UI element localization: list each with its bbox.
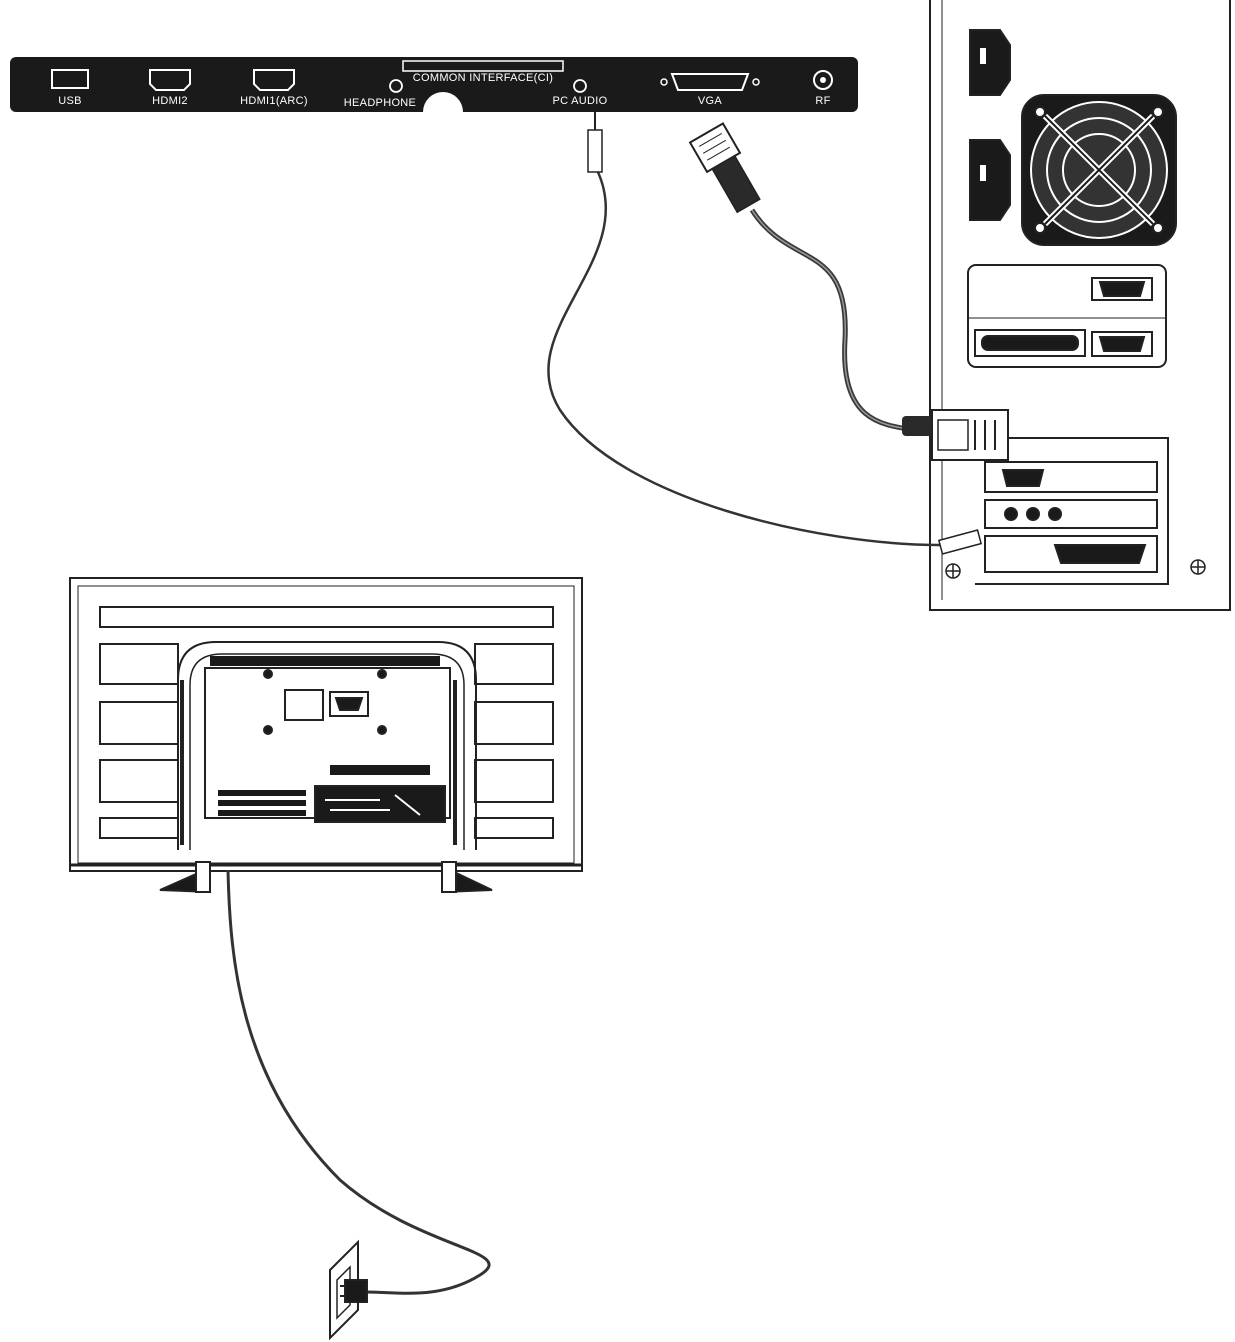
- fan-icon: [1021, 94, 1177, 246]
- tv-port-panel: USB HDMI2 HDMI1(ARC) HEADPHONE COMMON IN…: [10, 57, 858, 112]
- case-screws: [945, 559, 1206, 579]
- hdmi2-port-icon: [149, 69, 191, 91]
- port-panel-body: [10, 57, 858, 112]
- expansion-slots: [975, 437, 1169, 585]
- headphone-jack-icon: [389, 79, 403, 93]
- rf-connector-icon: [813, 70, 833, 90]
- vent-top: [210, 656, 440, 666]
- tv-vga-port: [329, 691, 369, 717]
- audio-plug-tv: [587, 129, 603, 173]
- tv-frame-inner: [77, 585, 575, 864]
- vga-plug-pc: [902, 409, 1009, 461]
- vga-label: VGA: [698, 95, 722, 107]
- sound-card: [984, 499, 1158, 529]
- pc-audio-label: PC AUDIO: [553, 95, 608, 107]
- power-inlet-upper: [969, 29, 1011, 96]
- vga-screw-right: [752, 78, 760, 86]
- hdmi1-label: HDMI1(ARC): [240, 95, 308, 107]
- vent-left: [218, 790, 306, 796]
- tv-back: [69, 577, 583, 894]
- wall-outlet-icon: [329, 1239, 368, 1341]
- power-cord: [226, 869, 491, 1295]
- vga-plug-tv: [688, 122, 761, 214]
- io-block: [967, 264, 1167, 368]
- vga-card: [984, 461, 1158, 493]
- hdmi2-label: HDMI2: [152, 95, 188, 107]
- headphone-label: HEADPHONE: [344, 97, 416, 109]
- pc-case-outline: [929, 0, 1231, 611]
- vga-cable: [688, 122, 1009, 461]
- ci-slot: [402, 60, 564, 72]
- db25-card: [984, 535, 1158, 573]
- vga-screw-left: [660, 78, 668, 86]
- vga-port-icon: [670, 73, 750, 91]
- panel-notch: [423, 92, 463, 112]
- hdmi1-port-icon: [253, 69, 295, 91]
- power-board: [314, 785, 446, 823]
- audio-plug-pc: [937, 529, 983, 555]
- ci-label: COMMON INTERFACE(CI): [413, 72, 553, 84]
- usb-port-icon: [51, 69, 89, 89]
- tv-frame: [69, 577, 583, 872]
- pc-tower: [929, 0, 1231, 611]
- audio-cable: [547, 112, 983, 555]
- label-sticker: [284, 689, 324, 721]
- power-plug: [344, 1279, 368, 1303]
- usb-label: USB: [58, 95, 82, 107]
- rf-label: RF: [815, 95, 830, 107]
- pc-audio-jack-icon: [573, 79, 587, 93]
- vent-middle: [330, 765, 430, 775]
- tv-rib-top: [99, 606, 554, 628]
- rf-connector-core: [820, 77, 826, 83]
- tv-center-housing: [177, 641, 477, 850]
- power-inlet-lower: [969, 139, 1011, 221]
